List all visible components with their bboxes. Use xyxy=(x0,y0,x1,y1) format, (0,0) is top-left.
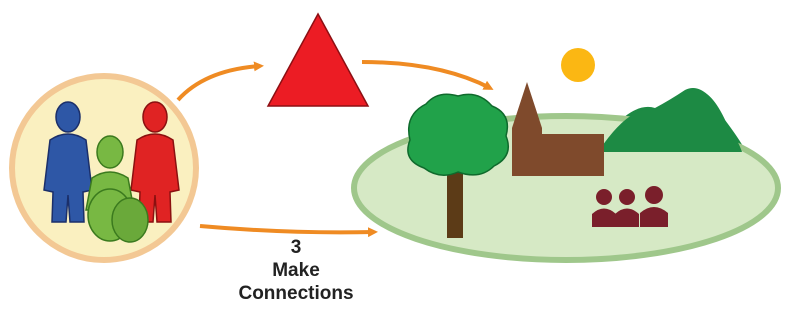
step-number: 3 xyxy=(196,236,396,259)
triangle-icon xyxy=(268,14,368,106)
step-title-line2: Connections xyxy=(196,282,396,305)
step-title-line1: Make xyxy=(196,259,396,282)
arrow-triangle-to-scene xyxy=(362,62,490,88)
arrow-to-scene xyxy=(200,226,374,232)
step-caption: 3 Make Connections xyxy=(196,236,396,305)
sun-icon xyxy=(561,48,595,82)
arrow-to-triangle xyxy=(178,66,260,100)
